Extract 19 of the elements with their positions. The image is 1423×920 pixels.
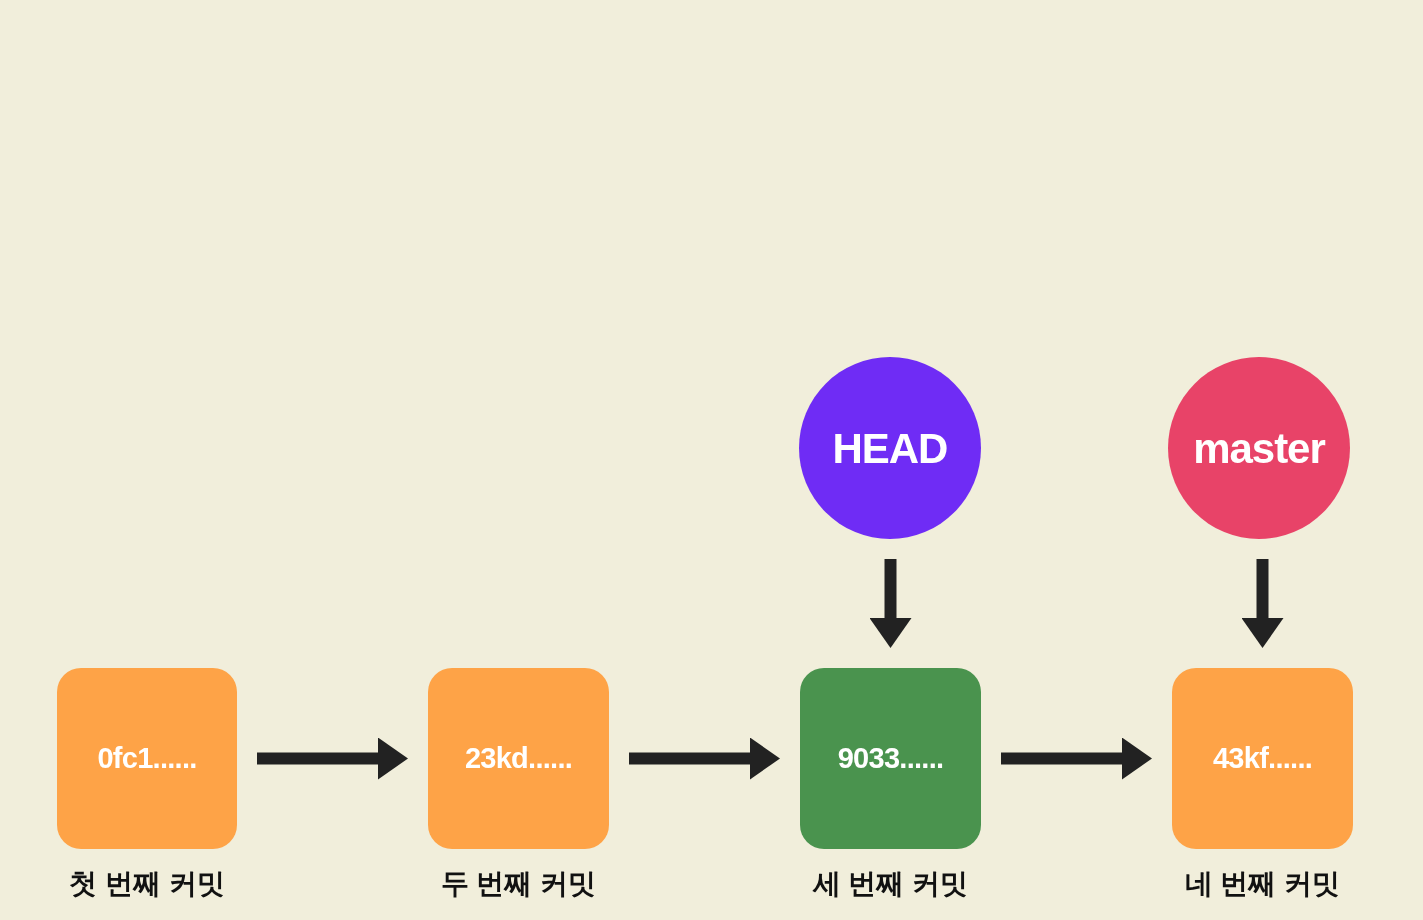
pointer-name: master (1193, 423, 1325, 474)
arrow (257, 737, 408, 780)
commit-box (800, 668, 981, 849)
commit-caption: 두 번째 커밋 (440, 867, 597, 901)
commit-caption: 네 번째 커밋 (1184, 867, 1341, 901)
arrow (1001, 737, 1152, 780)
arrow (1241, 559, 1284, 648)
arrow (629, 737, 780, 780)
commit-caption: 세 번째 커밋 (812, 867, 969, 901)
commit-caption: 첫 번째 커밋 (69, 867, 225, 901)
commit-hash: 9033...... (837, 740, 944, 776)
commit-hash: 43kf...... (1212, 740, 1313, 776)
commit-box (1172, 668, 1353, 849)
commit-box (428, 668, 609, 849)
commit-hash: 23kd...... (464, 740, 573, 776)
arrow (869, 559, 912, 648)
pointer-name: HEAD (832, 423, 948, 474)
commit-hash: 0fc1...... (97, 740, 197, 776)
commit-box (57, 668, 237, 849)
